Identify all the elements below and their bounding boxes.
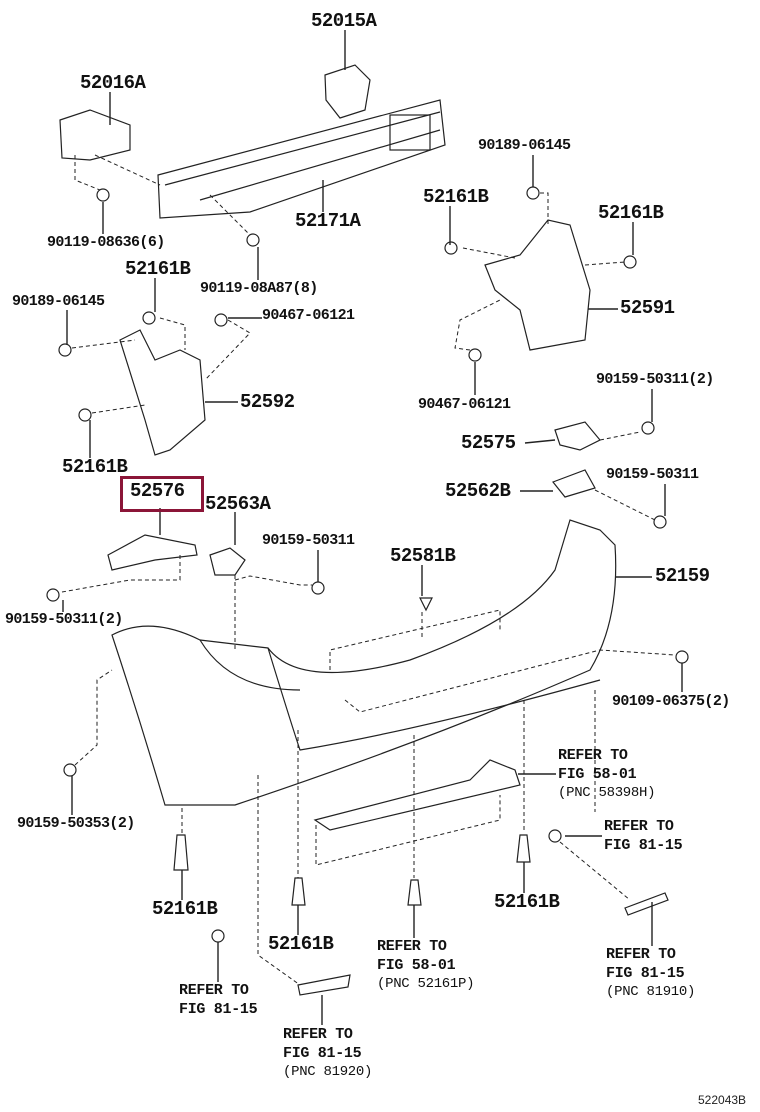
ref-line: FIG 81-15 xyxy=(179,1001,258,1018)
ref-line: FIG 58-01 xyxy=(377,957,456,974)
part-label-52161B[interactable]: 52161B xyxy=(152,898,218,920)
bracket-52015a-drawing xyxy=(324,64,371,119)
ref-line: REFER TO xyxy=(604,818,674,835)
bumper-cover-drawing xyxy=(111,519,617,806)
part-label-52016A[interactable]: 52016A xyxy=(80,72,146,94)
part-label-90159-50353[interactable]: 90159-50353(2) xyxy=(17,815,135,832)
ref-line: FIG 81-15 xyxy=(283,1045,362,1062)
part-label-90189-06145[interactable]: 90189-06145 xyxy=(478,137,571,154)
ref-line: REFER TO xyxy=(179,982,249,999)
part-label-90119-08636[interactable]: 90119-08636(6) xyxy=(47,234,165,251)
ref-pnc: (PNC 81920) xyxy=(283,1064,373,1080)
part-label-52592[interactable]: 52592 xyxy=(240,391,295,413)
ref-pnc: (PNC 52161P) xyxy=(377,976,475,992)
part-label-90159-50311[interactable]: 90159-50311 xyxy=(606,466,699,483)
part-label-52171A[interactable]: 52171A xyxy=(295,210,361,232)
highlight-box xyxy=(120,476,204,512)
part-label-52161B[interactable]: 52161B xyxy=(598,202,664,224)
part-label-90119-08A87[interactable]: 90119-08A87(8) xyxy=(200,280,318,297)
leader-lines xyxy=(62,30,683,1025)
reference-note[interactable]: REFER TO FIG 81-15 xyxy=(604,817,683,855)
part-label-90159-50311[interactable]: 90159-50311 xyxy=(262,532,355,549)
part-label-52563A[interactable]: 52563A xyxy=(205,493,271,515)
ref-line: REFER TO xyxy=(558,747,628,764)
ref-pnc: (PNC 58398H) xyxy=(558,785,656,801)
ref-line: REFER TO xyxy=(377,938,447,955)
reflector-right-drawing xyxy=(624,892,669,916)
reference-note[interactable]: REFER TO FIG 58-01 (PNC 52161P) xyxy=(377,937,475,994)
ref-line: REFER TO xyxy=(606,946,676,963)
part-label-52161B[interactable]: 52161B xyxy=(62,456,128,478)
ref-line: REFER TO xyxy=(283,1026,353,1043)
part-label-52159[interactable]: 52159 xyxy=(655,565,710,587)
bracket-52563a-drawing xyxy=(209,547,246,576)
part-label-90189-06145[interactable]: 90189-06145 xyxy=(12,293,105,310)
fasteners xyxy=(46,186,689,943)
part-label-52161B[interactable]: 52161B xyxy=(268,933,334,955)
reference-note[interactable]: REFER TO FIG 58-01 (PNC 58398H) xyxy=(558,746,656,803)
ref-pnc: (PNC 81910) xyxy=(606,984,696,1000)
part-label-52575[interactable]: 52575 xyxy=(461,432,516,454)
spacer-52592-drawing xyxy=(119,329,206,456)
part-label-52581B[interactable]: 52581B xyxy=(390,545,456,567)
bumper-reinforcement-drawing xyxy=(157,99,446,219)
part-label-90467-06121[interactable]: 90467-06121 xyxy=(262,307,355,324)
part-label-52562B[interactable]: 52562B xyxy=(445,480,511,502)
part-label-52161B[interactable]: 52161B xyxy=(494,891,560,913)
lower-absorber-drawing xyxy=(313,759,521,831)
part-label-52576[interactable]: 52576 xyxy=(130,480,185,502)
bracket-52575-drawing xyxy=(554,421,601,451)
bracket-52016a-drawing xyxy=(59,109,131,161)
spacer-52591-drawing xyxy=(484,219,591,351)
bracket-52562b-drawing xyxy=(552,469,596,498)
bracket-52576-drawing xyxy=(107,534,198,571)
part-label-52015A[interactable]: 52015A xyxy=(311,10,377,32)
ref-line: FIG 81-15 xyxy=(604,837,683,854)
part-label-90159-50311[interactable]: 90159-50311(2) xyxy=(5,611,123,628)
ref-line: FIG 58-01 xyxy=(558,766,637,783)
part-label-90467-06121[interactable]: 90467-06121 xyxy=(418,396,511,413)
reference-note[interactable]: REFER TO FIG 81-15 (PNC 81910) xyxy=(606,945,695,1002)
ref-line: FIG 81-15 xyxy=(606,965,685,982)
part-label-90109-06375[interactable]: 90109-06375(2) xyxy=(612,693,730,710)
diagram-id: 522043B xyxy=(698,1093,747,1107)
reference-note[interactable]: REFER TO FIG 81-15 xyxy=(179,981,258,1019)
reference-note[interactable]: REFER TO FIG 81-15 (PNC 81920) xyxy=(283,1025,372,1082)
reflector-left-drawing xyxy=(297,974,351,996)
dashed-lines xyxy=(61,154,676,986)
part-label-52161B[interactable]: 52161B xyxy=(423,186,489,208)
part-label-52591[interactable]: 52591 xyxy=(620,297,675,319)
part-label-90159-50311[interactable]: 90159-50311(2) xyxy=(596,371,714,388)
part-label-52161B[interactable]: 52161B xyxy=(125,258,191,280)
